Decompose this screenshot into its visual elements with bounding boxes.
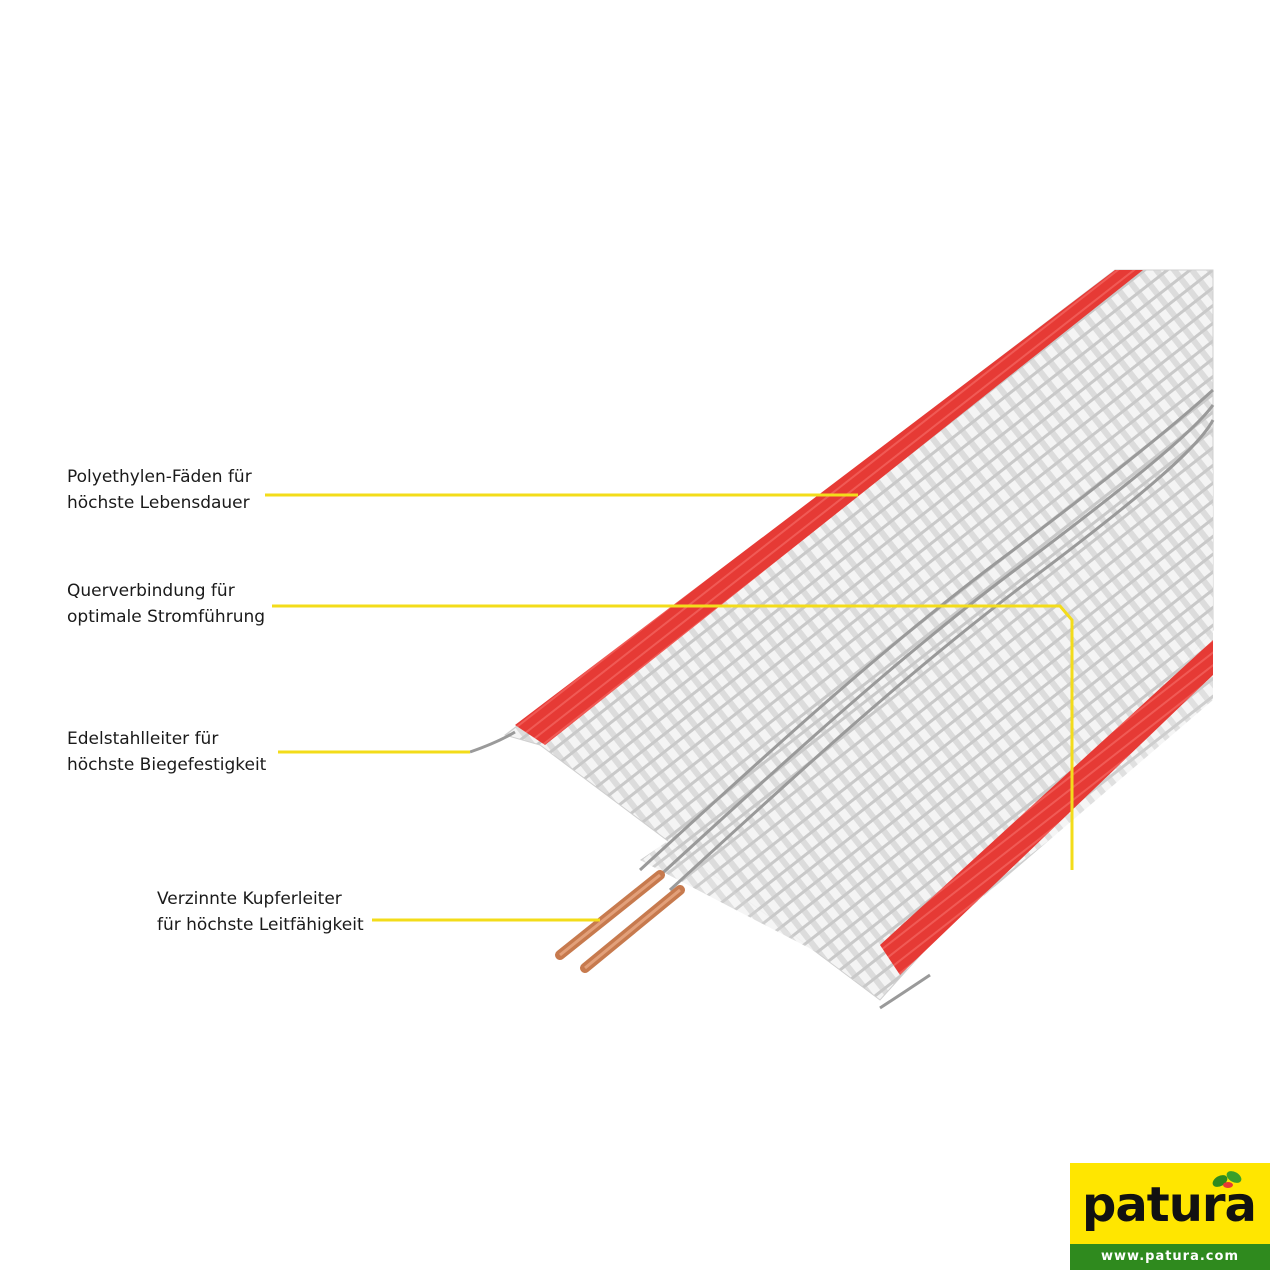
callout-label-4: Verzinnte Kupferleiter für höchste Leitf…: [157, 886, 364, 938]
callout-lines: [265, 493, 1074, 922]
callout-label-3: Edelstahlleiter für höchste Biegefestigk…: [67, 726, 266, 778]
callout-line-2: [272, 604, 1074, 870]
callout-1-line1: Polyethylen-Fäden für: [67, 467, 252, 487]
logo-brand: patura: [1082, 1177, 1257, 1233]
callout-2-line1: Querverbindung für: [67, 581, 235, 601]
callout-4-line2: für höchste Leitfähigkeit: [157, 915, 364, 935]
callout-label-2: Querverbindung für optimale Stromführung: [67, 578, 265, 630]
callout-2-line2: optimale Stromführung: [67, 607, 266, 627]
red-stripe-top: [515, 270, 1143, 745]
patura-logo: patura www.patura.com: [1070, 1163, 1270, 1270]
callout-3-line1: Edelstahlleiter für: [67, 729, 219, 749]
tape-front-section: [640, 470, 1213, 985]
logo-url: www.patura.com: [1070, 1244, 1270, 1270]
copper-conductors: [555, 870, 685, 973]
callout-label-1: Polyethylen-Fäden für höchste Lebensdaue…: [67, 464, 252, 516]
leaf-icon: [1212, 1171, 1242, 1188]
callout-1-line2: höchste Lebensdauer: [67, 493, 250, 513]
red-stripe-bottom: [880, 640, 1213, 975]
callout-3-line2: höchste Biegefestigkeit: [67, 755, 267, 775]
callout-4-line1: Verzinnte Kupferleiter: [157, 889, 342, 909]
